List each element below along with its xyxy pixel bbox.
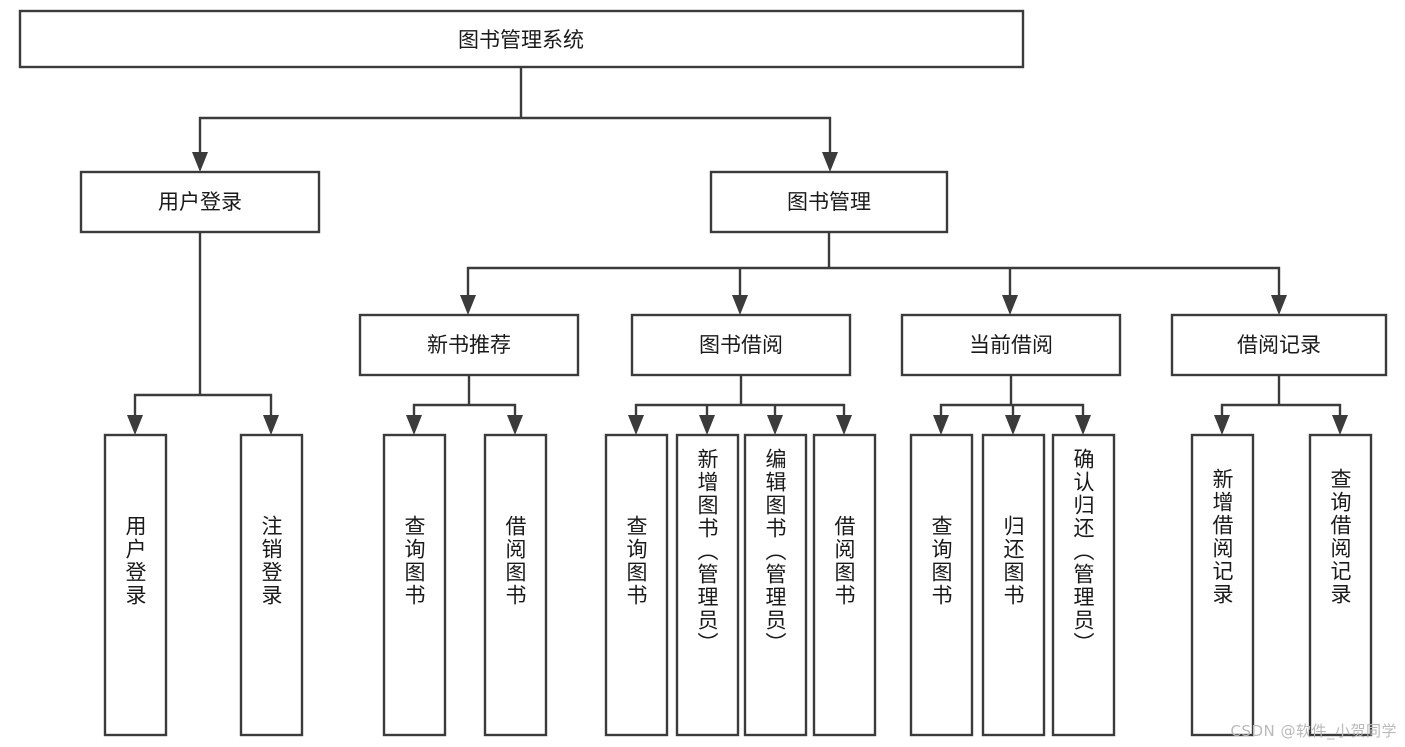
node-leaf-add-book-admin[interactable]: 新增图书（管理员） xyxy=(675,433,740,737)
connector-root-to-level2 xyxy=(198,65,832,160)
node-new-book-recommend[interactable]: 新书推荐 xyxy=(358,313,580,377)
arrow-to-leaf-query-book-recommend xyxy=(406,415,422,435)
node-leaf-user-login-label: 用户登录 xyxy=(123,515,147,607)
node-borrow-record[interactable]: 借阅记录 xyxy=(1170,313,1388,377)
node-leaf-return-book[interactable]: 归还图书 xyxy=(981,433,1046,737)
arrow-to-leaf-query-book-current xyxy=(933,415,949,435)
node-leaf-edit-book-admin[interactable]: 编辑图书（管理员） xyxy=(743,433,808,737)
node-current-borrow-label: 当前借阅 xyxy=(969,333,1053,357)
node-leaf-borrow-book[interactable]: 借阅图书 xyxy=(812,433,877,737)
node-book-manage-label: 图书管理 xyxy=(787,190,871,214)
node-book-manage-box[interactable] xyxy=(709,170,949,234)
node-book-borrow-label: 图书借阅 xyxy=(699,333,783,357)
connector-bookborrow-to-leaves xyxy=(634,373,846,423)
node-leaf-logout-login[interactable]: 注销登录 xyxy=(239,433,304,737)
node-leaf-confirm-return-admin-label: 确认归还（管理员） xyxy=(1071,448,1095,655)
arrow-to-leaf-add-borrow-record xyxy=(1214,415,1230,435)
node-borrow-record-label: 借阅记录 xyxy=(1237,333,1321,357)
node-leaf-edit-book-admin-box[interactable] xyxy=(743,433,808,737)
node-leaf-borrow-book-recommend[interactable]: 借阅图书 xyxy=(483,433,548,737)
node-user-login-label: 用户登录 xyxy=(158,190,242,214)
node-leaf-query-book-borrow-label: 查询图书 xyxy=(624,515,648,607)
arrow-to-book-borrow xyxy=(732,295,748,315)
arrow-to-leaf-edit-book-admin xyxy=(767,415,783,435)
arrow-to-borrow-record xyxy=(1271,295,1287,315)
node-book-borrow-box[interactable] xyxy=(630,313,852,377)
node-leaf-return-book-label: 归还图书 xyxy=(1001,515,1025,607)
node-leaf-confirm-return-admin-box[interactable] xyxy=(1051,433,1116,737)
arrow-to-leaf-add-book-admin xyxy=(699,415,715,435)
node-root[interactable]: 图书管理系统 xyxy=(18,9,1025,69)
arrow-to-user-login xyxy=(192,152,208,172)
node-leaf-query-book-borrow[interactable]: 查询图书 xyxy=(604,433,669,737)
node-leaf-query-book-current-box[interactable] xyxy=(909,433,974,737)
node-leaf-logout-login-label: 注销登录 xyxy=(259,515,283,607)
node-current-borrow-box[interactable] xyxy=(900,313,1122,377)
arrow-to-current-borrow xyxy=(1002,295,1018,315)
node-leaf-query-book-borrow-box[interactable] xyxy=(604,433,669,737)
node-user-login[interactable]: 用户登录 xyxy=(79,170,321,234)
connector-bookmanage-to-level3 xyxy=(466,230,1281,303)
arrowhead-layer xyxy=(127,152,1348,435)
node-leaf-add-book-admin-label: 新增图书（管理员） xyxy=(695,448,719,655)
node-new-book-recommend-box[interactable] xyxy=(358,313,580,377)
arrow-to-leaf-user-login xyxy=(127,415,143,435)
arrow-to-leaf-confirm-return-admin xyxy=(1075,415,1091,435)
node-leaf-logout-login-box[interactable] xyxy=(239,433,304,737)
node-leaf-borrow-book-recommend-box[interactable] xyxy=(483,433,548,737)
connector-layer xyxy=(133,65,1342,423)
node-leaf-query-book-current-label: 查询图书 xyxy=(929,515,953,607)
node-current-borrow[interactable]: 当前借阅 xyxy=(900,313,1122,377)
arrow-to-new-book-recommend xyxy=(460,295,476,315)
node-leaf-user-login[interactable]: 用户登录 xyxy=(103,433,168,737)
connector-newbook-to-leaves xyxy=(412,373,517,423)
node-leaf-query-borrow-record[interactable]: 查询借阅记录 xyxy=(1308,433,1373,737)
node-leaf-query-book-recommend-label: 查询图书 xyxy=(402,515,426,607)
connector-borrowrecord-to-leaves xyxy=(1220,373,1342,423)
arrow-to-leaf-query-borrow-record xyxy=(1332,415,1348,435)
connector-userlogin-to-leaves xyxy=(133,230,273,423)
node-leaf-query-borrow-record-label: 查询借阅记录 xyxy=(1328,468,1352,606)
node-root-label: 图书管理系统 xyxy=(458,28,584,52)
node-leaf-add-book-admin-box[interactable] xyxy=(675,433,740,737)
node-new-book-recommend-label: 新书推荐 xyxy=(427,333,511,357)
node-book-borrow[interactable]: 图书借阅 xyxy=(630,313,852,377)
node-leaf-add-borrow-record-label: 新增借阅记录 xyxy=(1210,468,1234,606)
node-leaf-query-borrow-record-box[interactable] xyxy=(1308,433,1373,737)
node-leaf-add-borrow-record-box[interactable] xyxy=(1190,433,1255,737)
node-book-manage[interactable]: 图书管理 xyxy=(709,170,949,234)
node-user-login-box[interactable] xyxy=(79,170,321,234)
arrow-to-leaf-logout-login xyxy=(263,415,279,435)
arrow-to-leaf-borrow-book xyxy=(836,415,852,435)
arrow-to-leaf-return-book xyxy=(1005,415,1021,435)
arrow-to-leaf-borrow-book-recommend xyxy=(507,415,523,435)
node-leaf-query-book-recommend[interactable]: 查询图书 xyxy=(382,433,447,737)
node-leaf-confirm-return-admin[interactable]: 确认归还（管理员） xyxy=(1051,433,1116,737)
node-layer: 图书管理系统 用户登录 图书管理 新书推荐 图书借阅 xyxy=(18,9,1388,737)
node-root-box[interactable] xyxy=(18,9,1025,69)
connector-currentborrow-to-leaves xyxy=(939,373,1085,423)
node-leaf-query-book-current[interactable]: 查询图书 xyxy=(909,433,974,737)
node-leaf-edit-book-admin-label: 编辑图书（管理员） xyxy=(763,448,787,655)
node-leaf-borrow-book-recommend-label: 借阅图书 xyxy=(503,515,527,607)
node-leaf-user-login-box[interactable] xyxy=(103,433,168,737)
node-leaf-return-book-box[interactable] xyxy=(981,433,1046,737)
node-leaf-borrow-book-label: 借阅图书 xyxy=(832,515,856,607)
arrow-to-leaf-query-book-borrow xyxy=(628,415,644,435)
node-leaf-query-book-recommend-box[interactable] xyxy=(382,433,447,737)
node-borrow-record-box[interactable] xyxy=(1170,313,1388,377)
arrow-to-book-manage xyxy=(822,152,838,172)
node-leaf-borrow-book-box[interactable] xyxy=(812,433,877,737)
node-leaf-add-borrow-record[interactable]: 新增借阅记录 xyxy=(1190,433,1255,737)
